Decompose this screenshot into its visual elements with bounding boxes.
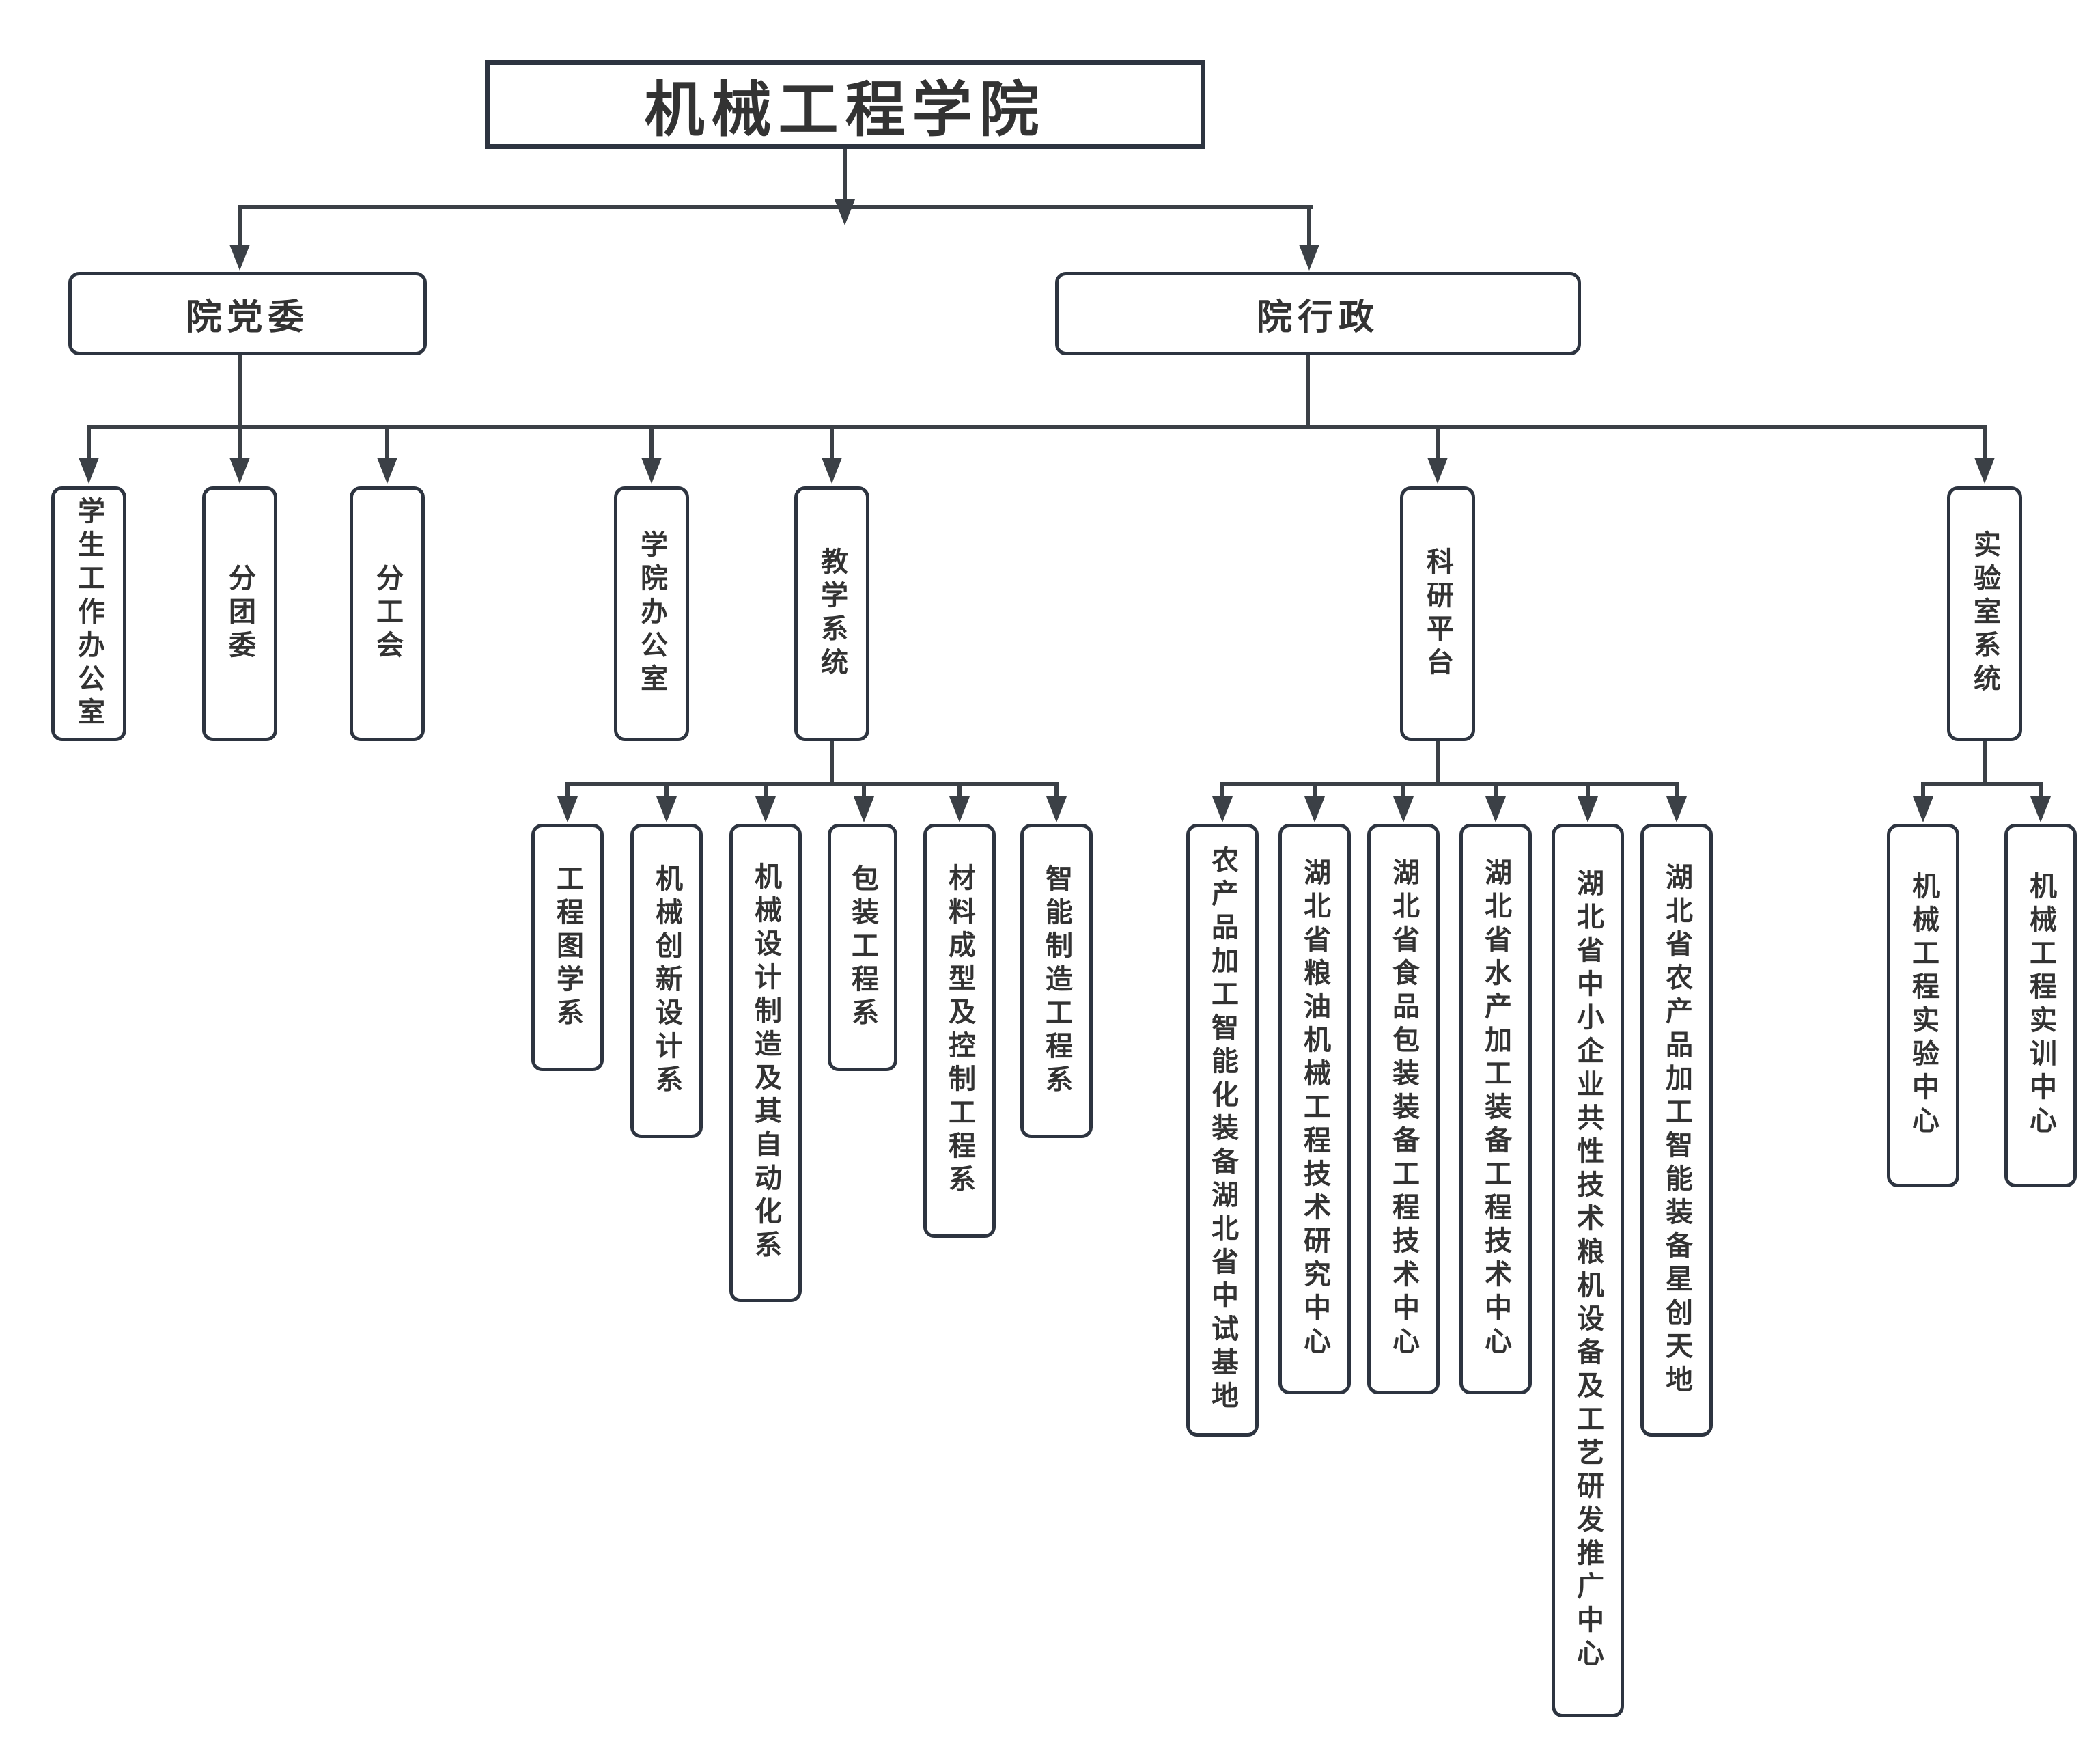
connector-line [87,425,1987,429]
connector-arrowhead [229,245,250,271]
connector-arrowhead [1427,458,1448,484]
org-node-research-platform: 科研平台 [1400,486,1475,741]
connector-line [843,149,847,207]
connector-arrowhead [1046,796,1067,822]
connector-line [238,355,242,429]
connector-line [1313,782,1317,801]
connector-line [1401,782,1405,801]
connector-line [1220,782,1224,801]
connector-line [2039,782,2043,801]
connector-arrowhead [835,199,855,225]
connector-arrowhead [1212,796,1233,822]
org-node-teaching-system: 教学系统 [794,486,869,741]
org-node-college-office: 学院办公室 [614,486,689,741]
org-node-mech-engineering-training-center: 机械工程实训中心 [2004,824,2077,1187]
connector-arrowhead [1666,796,1687,822]
org-node-packaging-engineering-dept: 包装工程系 [828,824,897,1071]
connector-line [565,782,1059,786]
connector-line [1586,782,1590,801]
connector-line [1675,782,1679,801]
connector-line [1307,205,1311,246]
org-node-laboratory-system: 实验室系统 [1947,486,2022,741]
org-node-sme-grain-machinery-rd-center: 湖北省中小企业共性技术粮机设备及工艺研发推广中心 [1552,824,1624,1717]
connector-line [238,205,242,246]
connector-line [238,425,242,460]
connector-arrowhead [1299,245,1319,271]
connector-line [1983,741,1987,786]
org-node-root: 机械工程学院 [485,60,1205,149]
connector-arrowhead [949,796,970,822]
connector-arrowhead [656,796,677,822]
connector-line [1306,355,1310,429]
connector-line [1220,782,1679,786]
connector-line [565,782,570,801]
org-node-engineering-graphics-dept: 工程图学系 [531,824,604,1071]
connector-line [957,782,962,801]
org-node-administration: 院行政 [1055,272,1581,355]
org-node-intelligent-equipment-star-space: 湖北省农产品加工智能装备星创天地 [1640,824,1713,1437]
connector-line [830,425,834,460]
org-node-mech-engineering-experiment-center: 机械工程实验中心 [1887,824,1959,1187]
connector-line [238,205,1313,209]
connector-line [862,782,866,801]
connector-arrowhead [79,458,99,484]
connector-arrowhead [641,458,662,484]
connector-arrowhead [1393,796,1414,822]
connector-line [1921,782,2043,786]
org-node-labor-union: 分工会 [350,486,425,741]
connector-arrowhead [557,796,578,822]
connector-arrowhead [1913,796,1933,822]
org-node-aquatic-processing-equipment-center: 湖北省水产加工装备工程技术中心 [1459,824,1532,1394]
connector-arrowhead [1974,458,1995,484]
org-node-grain-oil-machinery-research-center: 湖北省粮油机械工程技术研究中心 [1278,824,1351,1394]
connector-line [385,425,389,460]
org-node-party-committee: 院党委 [68,272,427,355]
connector-line [1983,425,1987,460]
connector-arrowhead [1485,796,1506,822]
connector-line [1494,782,1498,801]
connector-line [87,425,91,460]
connector-arrowhead [822,458,842,484]
org-node-food-packaging-equipment-center: 湖北省食品包装装备工程技术中心 [1367,824,1440,1394]
connector-line [1921,782,1925,801]
org-node-mechanical-innovation-design-dept: 机械创新设计系 [630,824,703,1138]
org-node-material-forming-control-dept: 材料成型及控制工程系 [923,824,996,1238]
connector-line [1436,425,1440,460]
org-node-mech-design-manufacturing-automation-dept: 机械设计制造及其自动化系 [729,824,802,1302]
connector-line [1436,741,1440,786]
org-node-youth-league: 分团委 [202,486,277,741]
connector-line [649,425,654,460]
connector-line [1054,782,1059,801]
connector-arrowhead [854,796,874,822]
connector-line [764,782,768,801]
org-node-intelligent-manufacturing-dept: 智能制造工程系 [1020,824,1093,1138]
connector-arrowhead [1304,796,1325,822]
connector-arrowhead [755,796,776,822]
org-node-agri-processing-pilot-base: 农产品加工智能化装备湖北省中试基地 [1186,824,1259,1437]
connector-arrowhead [1578,796,1598,822]
connector-line [664,782,669,801]
connector-arrowhead [377,458,397,484]
connector-arrowhead [2030,796,2051,822]
connector-arrowhead [229,458,250,484]
org-node-student-affairs-office: 学生工作办公室 [51,486,126,741]
connector-line [830,741,834,786]
